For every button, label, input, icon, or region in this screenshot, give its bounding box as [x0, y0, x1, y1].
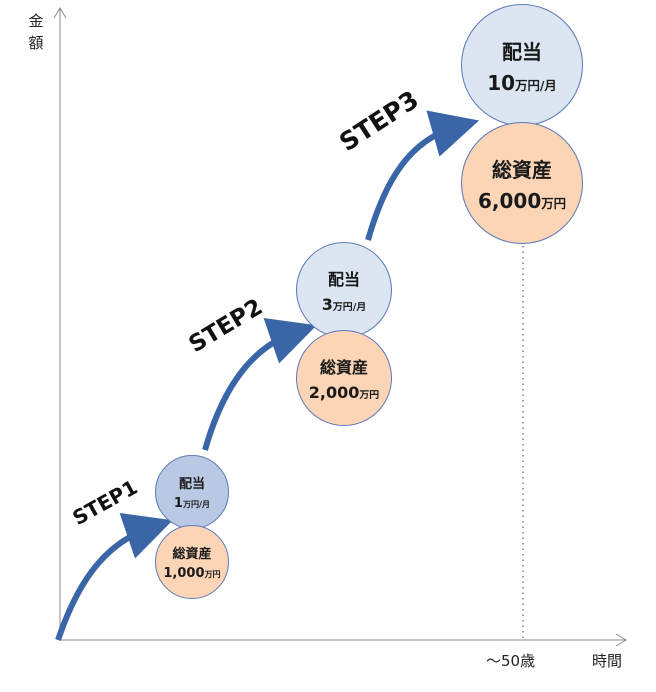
- step2-dividend-unit: 万円/月: [332, 302, 367, 313]
- step3-arrow: [365, 110, 480, 241]
- y-axis: [53, 7, 67, 640]
- step3-assets-circle: 総資産 6,000万円: [461, 122, 583, 244]
- step3-dividend-amount: 10万円/月: [487, 71, 557, 95]
- x-axis: [60, 633, 627, 647]
- step2-arrow: [202, 318, 317, 451]
- x-axis-tick-50: ～50歳: [486, 652, 536, 670]
- step3-assets-unit: 万円: [541, 195, 567, 211]
- step1-assets-unit: 万円: [204, 570, 221, 579]
- step1-dividend-value: 1: [173, 496, 183, 511]
- x-axis-label: 時間: [592, 652, 623, 670]
- step1-assets-title: 総資産: [172, 547, 212, 562]
- step1-dividend-unit: 万円/月: [182, 500, 211, 509]
- step2-assets-unit: 万円: [359, 390, 380, 401]
- step2-assets-circle: 総資産 2,000万円: [296, 330, 392, 426]
- step2-dividend-circle: 配当 3万円/月: [296, 242, 392, 338]
- step1-assets-amount: 1,000万円: [163, 566, 220, 581]
- step2-assets-title: 総資産: [319, 358, 368, 377]
- step3-dividend-unit: 万円/月: [515, 77, 557, 93]
- step3-assets-value: 6,000: [477, 188, 542, 213]
- step3-dividend-value: 10: [487, 70, 516, 95]
- step1-assets-value: 1,000: [163, 566, 205, 581]
- step1-dividend-title: 配当: [178, 477, 205, 492]
- step2-dividend-value: 3: [321, 295, 333, 314]
- step1-dividend-circle: 配当 1万円/月: [155, 455, 229, 529]
- step1-arrow: [55, 513, 173, 641]
- step2-assets-amount: 2,000万円: [309, 383, 379, 402]
- y-axis-label: 金額: [28, 12, 44, 52]
- step3-dividend-title: 配当: [502, 39, 542, 64]
- step3-assets-title: 総資産: [492, 157, 552, 182]
- step1-dividend-amount: 1万円/月: [174, 496, 210, 511]
- step3-dividend-circle: 配当 10万円/月: [461, 4, 583, 126]
- step2-assets-value: 2,000: [308, 383, 360, 402]
- step1-assets-circle: 総資産 1,000万円: [155, 525, 229, 599]
- step2-dividend-amount: 3万円/月: [322, 295, 366, 314]
- step3-assets-amount: 6,000万円: [478, 189, 566, 213]
- step2-dividend-title: 配当: [327, 270, 360, 289]
